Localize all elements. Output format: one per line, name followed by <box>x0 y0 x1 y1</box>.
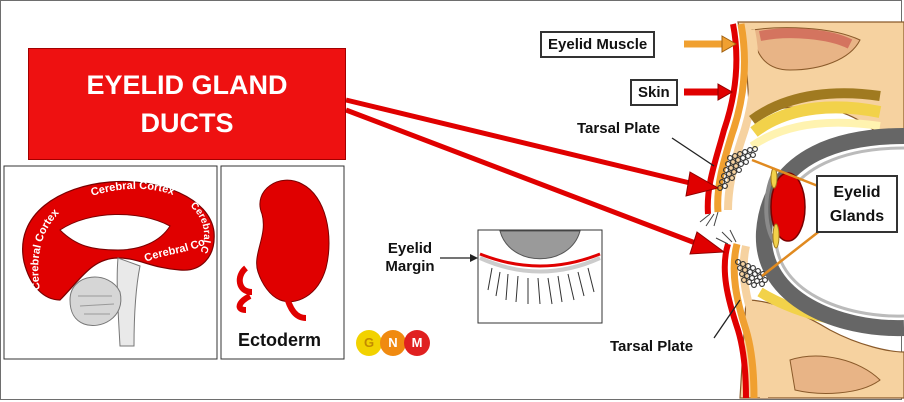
eyelid-margin-label: Eyelid Margin <box>380 240 440 276</box>
eyelid-glands-label: Eyelid Glands <box>816 175 898 233</box>
cortex-label-3: Cerebral Cortex <box>0 0 212 255</box>
cortex-label-2: Cerebral Cortex <box>90 180 177 199</box>
tarsal-plate-bottom-label: Tarsal Plate <box>610 338 693 355</box>
logo-n: N <box>380 330 406 356</box>
skin-label: Skin <box>630 79 678 106</box>
cortex-label-1: Cerebral Cortex <box>29 206 62 291</box>
tarsal-plate-top-label: Tarsal Plate <box>577 120 660 137</box>
logo-m: M <box>404 330 430 356</box>
eyelid-muscle-label: Eyelid Muscle <box>540 31 655 58</box>
cortex-label-4: Cerebral Cortex <box>0 0 207 265</box>
ectoderm-label: Ectoderm <box>238 330 321 351</box>
logo-g: G <box>356 330 382 356</box>
